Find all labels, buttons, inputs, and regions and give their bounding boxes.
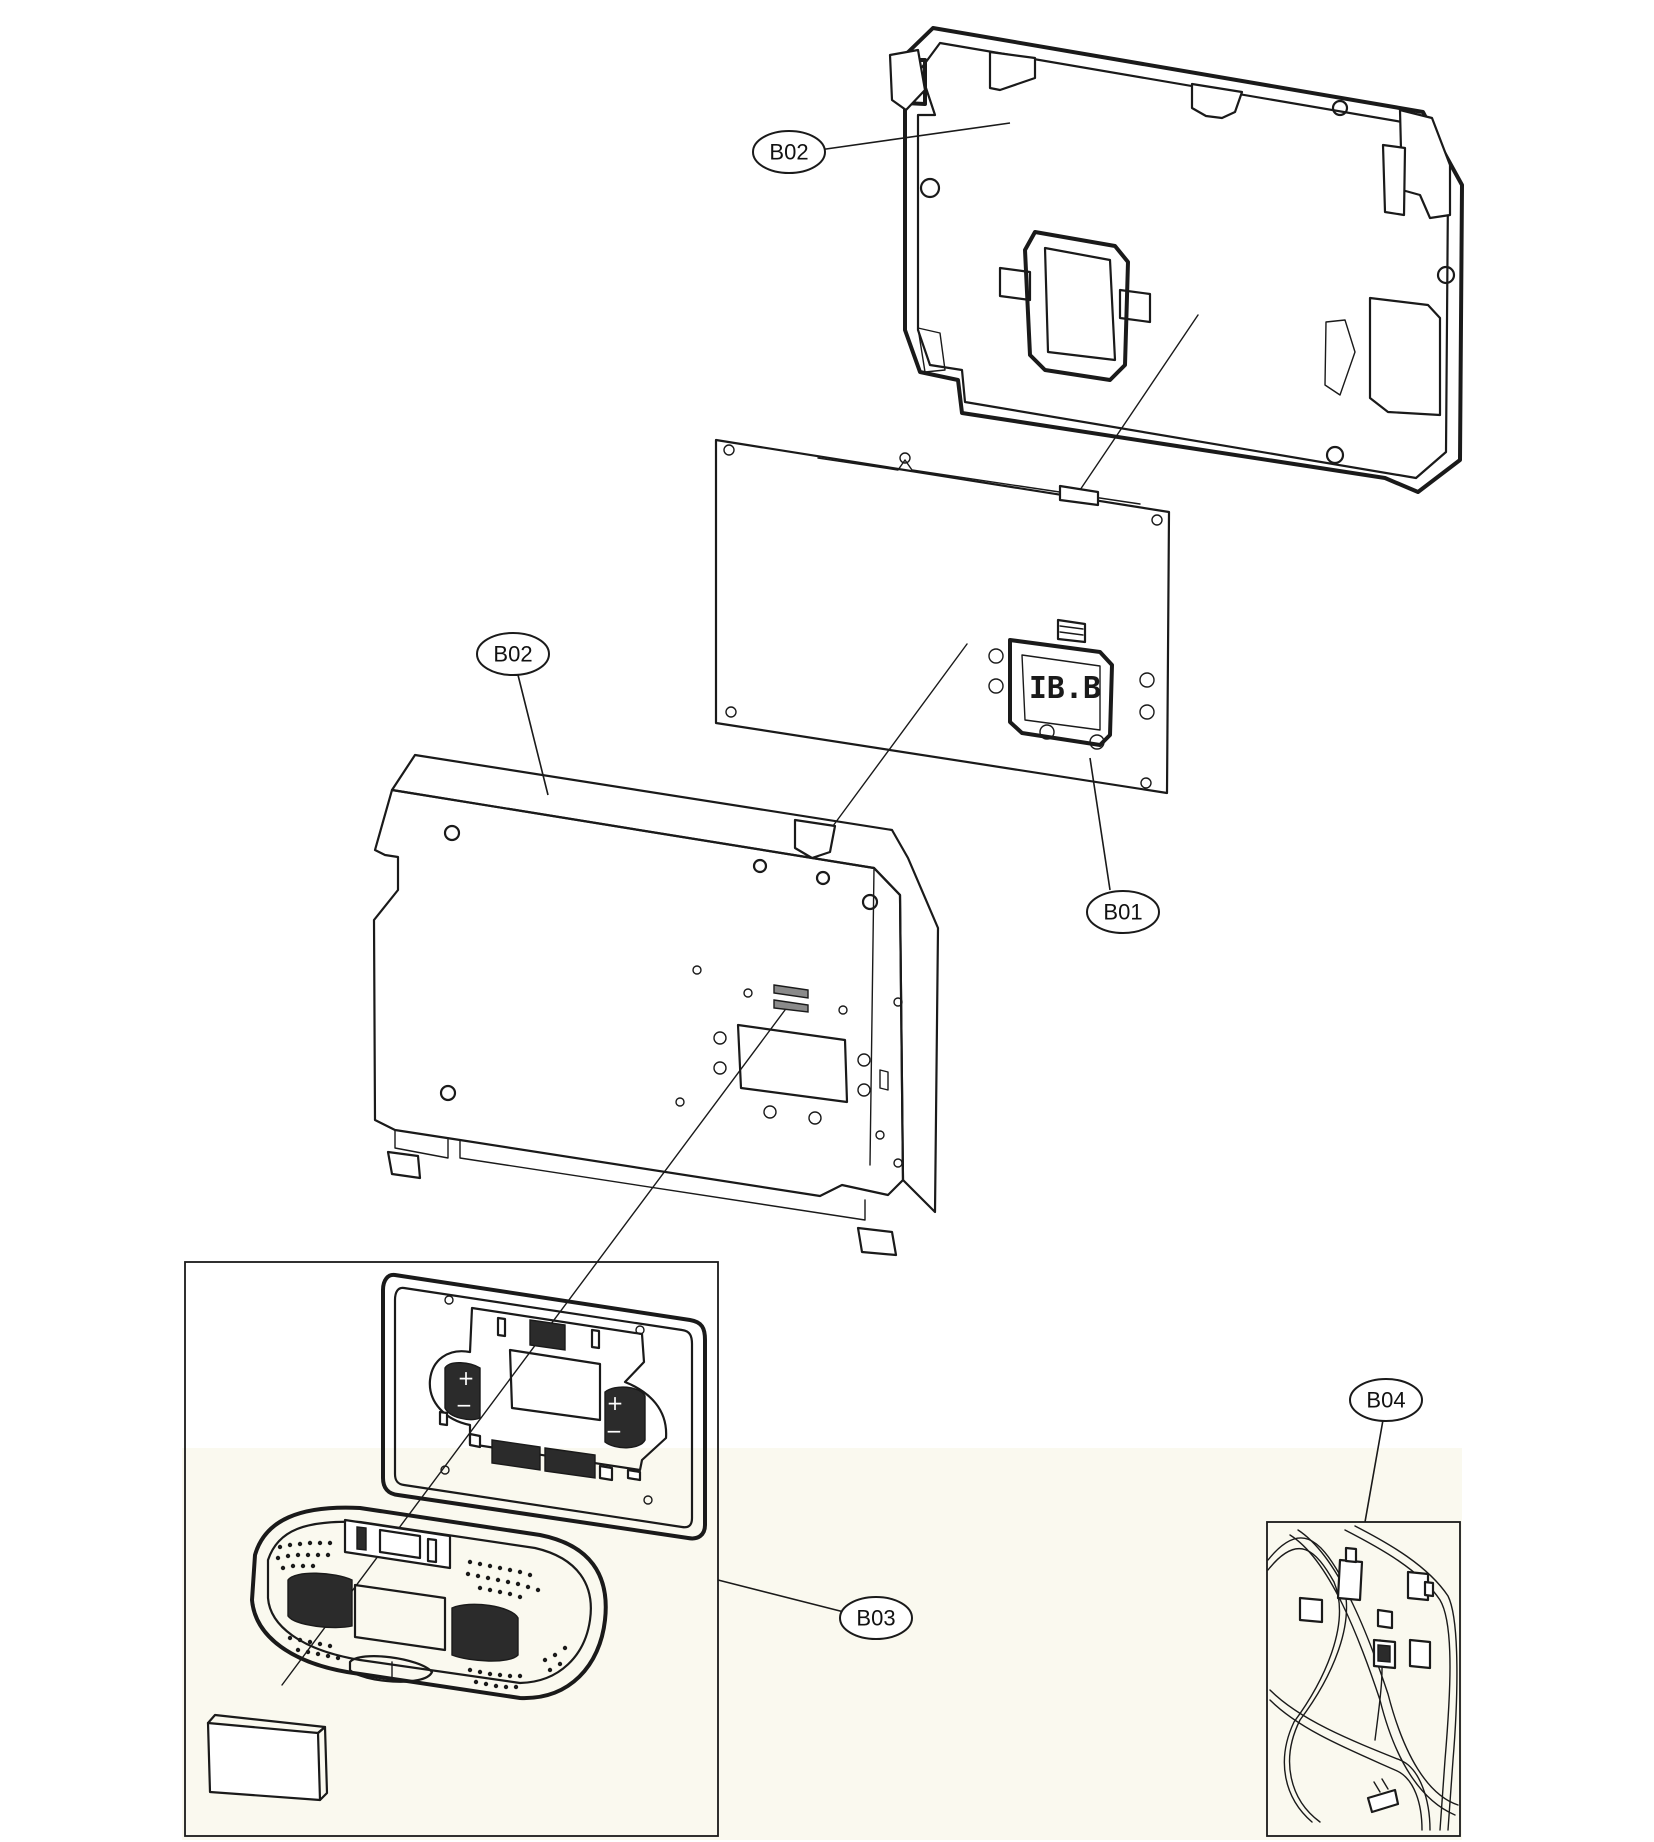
callout-b02-top-label: B02	[769, 140, 808, 165]
control-board-part: ΙΒ.Β	[714, 438, 1171, 831]
callout-b02-front: B02	[476, 632, 550, 676]
callout-b01-label: B01	[1103, 900, 1142, 925]
front-panel-part: + − + −	[381, 1272, 707, 1541]
rear-cover-part	[888, 26, 1464, 494]
overlay-bezel-part	[250, 1505, 608, 1701]
b02-front-leader	[517, 674, 549, 796]
b04-leader	[1364, 1419, 1384, 1523]
seven-segment-glyph: ΙΒ.Β	[1029, 671, 1101, 706]
callout-b01: B01	[1086, 890, 1160, 934]
b03-frame	[184, 1261, 719, 1837]
cover-plug-part	[206, 1713, 329, 1802]
svg-text:−: −	[606, 1419, 623, 1443]
svg-text:+: +	[458, 1366, 475, 1390]
front-housing-part	[281, 753, 940, 1686]
vent-dots-right	[465, 1559, 568, 1690]
shaded-band	[182, 1448, 1462, 1840]
vent-dots-left	[275, 1540, 341, 1661]
callout-b02-front-label: B02	[493, 642, 532, 667]
b04-frame	[1266, 1521, 1461, 1837]
b01-leader	[1089, 757, 1111, 891]
callout-b03-label: B03	[856, 1606, 895, 1631]
callout-b02-top: B02	[752, 130, 826, 174]
b02-top-leader	[818, 122, 1011, 151]
wire-harness-part	[1267, 1525, 1459, 1831]
svg-text:+: +	[607, 1391, 624, 1415]
callout-b04: B04	[1349, 1378, 1423, 1422]
b03-leader	[717, 1579, 845, 1613]
callout-b03: B03	[839, 1596, 913, 1640]
svg-text:−: −	[456, 1393, 473, 1417]
callout-b04-label: B04	[1366, 1388, 1405, 1413]
